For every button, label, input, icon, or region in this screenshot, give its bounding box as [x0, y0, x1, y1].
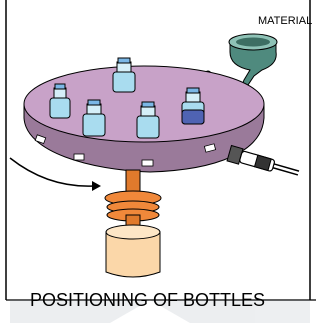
bottle-2	[112, 57, 136, 93]
watermark	[10, 300, 310, 323]
sensor-icon	[226, 144, 300, 176]
motor-assembly	[104, 169, 162, 278]
bottle-4	[136, 101, 160, 139]
material-hopper-icon	[228, 33, 278, 97]
rotation-arrow-icon	[9, 157, 101, 191]
bottle-1	[49, 83, 71, 119]
bottle-filled	[181, 87, 205, 125]
frame	[5, 0, 316, 301]
material-label: MATERIAL	[258, 15, 312, 27]
caption: POSITIONING OF BOTTLES	[30, 290, 265, 310]
bottle-3	[82, 99, 106, 137]
